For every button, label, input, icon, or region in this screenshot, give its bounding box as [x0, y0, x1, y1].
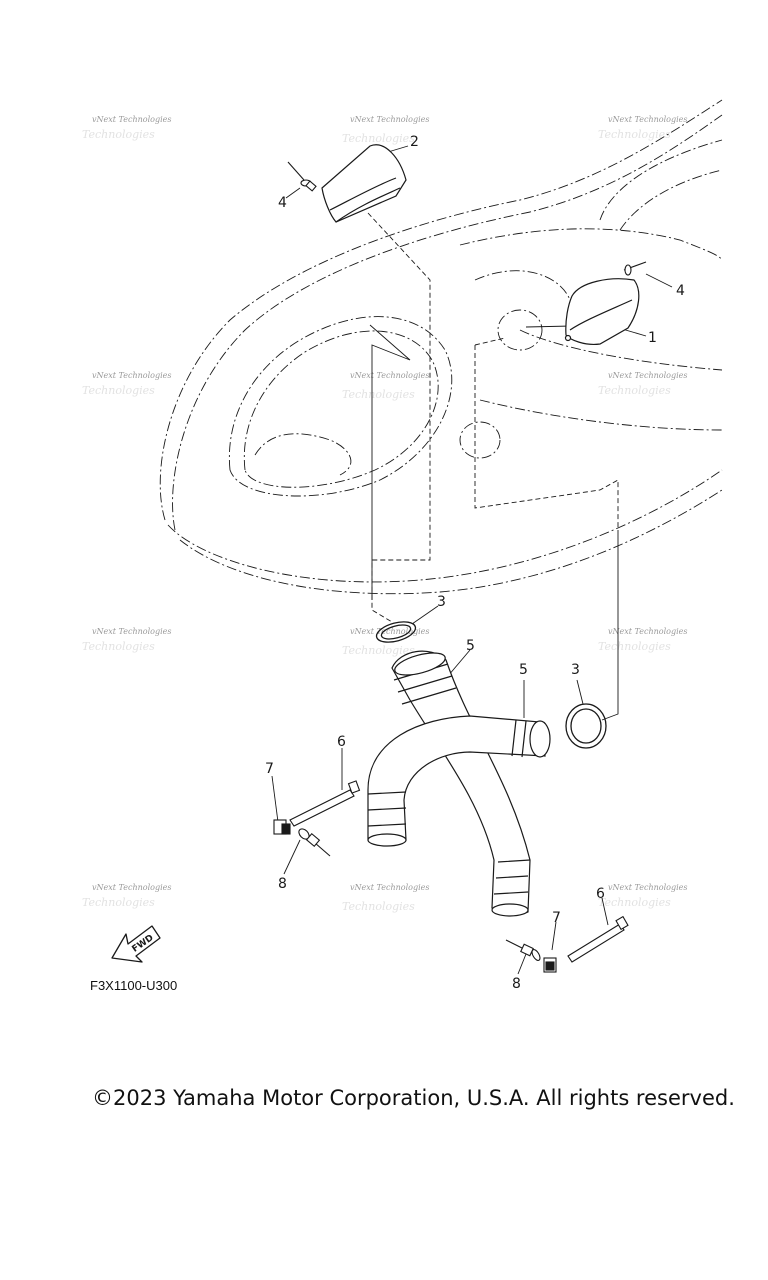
svg-text:Technologies: Technologies [598, 640, 671, 653]
callout-6-right: 6 [596, 886, 605, 902]
watermark: vNext Technologies [92, 371, 171, 380]
part-1-vent-cover [564, 278, 640, 345]
callout-7-right: 7 [552, 910, 561, 926]
watermark-layer: Technologies vNext Technologies Technolo… [82, 115, 687, 913]
part-3-seal-ring-upper [375, 621, 417, 643]
callout-8-right: 8 [512, 976, 521, 992]
part-2-vent-cover [321, 144, 407, 223]
svg-text:Technologies: Technologies [82, 384, 155, 397]
callout-labels: 1 2 3 3 4 4 5 5 6 6 7 7 8 8 [265, 134, 685, 992]
watermark: vNext Technologies [608, 371, 687, 380]
callout-8-left: 8 [278, 876, 287, 892]
part-5-vent-hose [391, 650, 531, 917]
drawing-code: F3X1100-U300 [90, 978, 177, 993]
part-4-rivet-upper [287, 161, 317, 192]
part-4-rivet-right [623, 261, 647, 276]
part-7-clamp-left [273, 819, 291, 835]
callout-6-left: 6 [337, 734, 346, 750]
callout-7-left: 7 [265, 761, 274, 777]
watermark: vNext Technologies [92, 115, 171, 124]
svg-text:Technologies: Technologies [82, 640, 155, 653]
callout-3-upper: 3 [437, 594, 446, 610]
watermark: vNext Technologies [350, 115, 429, 124]
leader-lines [271, 145, 673, 975]
svg-text:Technologies: Technologies [598, 896, 671, 909]
part-3-seal-ring-right [565, 703, 607, 749]
guide-lines [367, 212, 619, 623]
svg-text:Technologies: Technologies [342, 900, 415, 913]
part-8-rivet-right [505, 939, 541, 961]
watermark: vNext Technologies [92, 883, 171, 892]
watermark: vNext Technologies [608, 115, 687, 124]
copyright-notice: ©2023 Yamaha Motor Corporation, U.S.A. A… [92, 1086, 735, 1110]
svg-text:Technologies: Technologies [342, 132, 415, 145]
fwd-arrow-icon: FWD [111, 925, 161, 963]
watermark: vNext Technologies [92, 627, 171, 636]
svg-text:Technologies: Technologies [342, 644, 415, 657]
part-6-cable-tie-right [567, 915, 629, 963]
part-8-rivet-left [298, 828, 331, 857]
callout-2: 2 [410, 134, 419, 150]
callout-4-upper: 4 [278, 195, 287, 211]
watermark: vNext Technologies [350, 627, 429, 636]
svg-text:Technologies: Technologies [82, 896, 155, 909]
svg-text:Technologies: Technologies [598, 384, 671, 397]
watermark: vNext Technologies [608, 627, 687, 636]
part-7-clamp-right [543, 957, 557, 973]
part-5-vent-hose-elbow [367, 715, 551, 847]
callout-1: 1 [648, 330, 657, 346]
watermark: vNext Technologies [350, 883, 429, 892]
callout-3-right: 3 [571, 662, 580, 678]
hull-outline [159, 99, 723, 595]
callout-4-right: 4 [676, 283, 685, 299]
watermark: vNext Technologies [608, 883, 687, 892]
callout-5-elbow: 5 [519, 662, 528, 678]
svg-text:Technologies: Technologies [342, 388, 415, 401]
svg-text:Technologies: Technologies [82, 128, 155, 141]
callout-5-hose: 5 [466, 638, 475, 654]
watermark: vNext Technologies [350, 371, 429, 380]
svg-text:Technologies: Technologies [598, 128, 671, 141]
part-6-cable-tie-left [289, 780, 361, 827]
